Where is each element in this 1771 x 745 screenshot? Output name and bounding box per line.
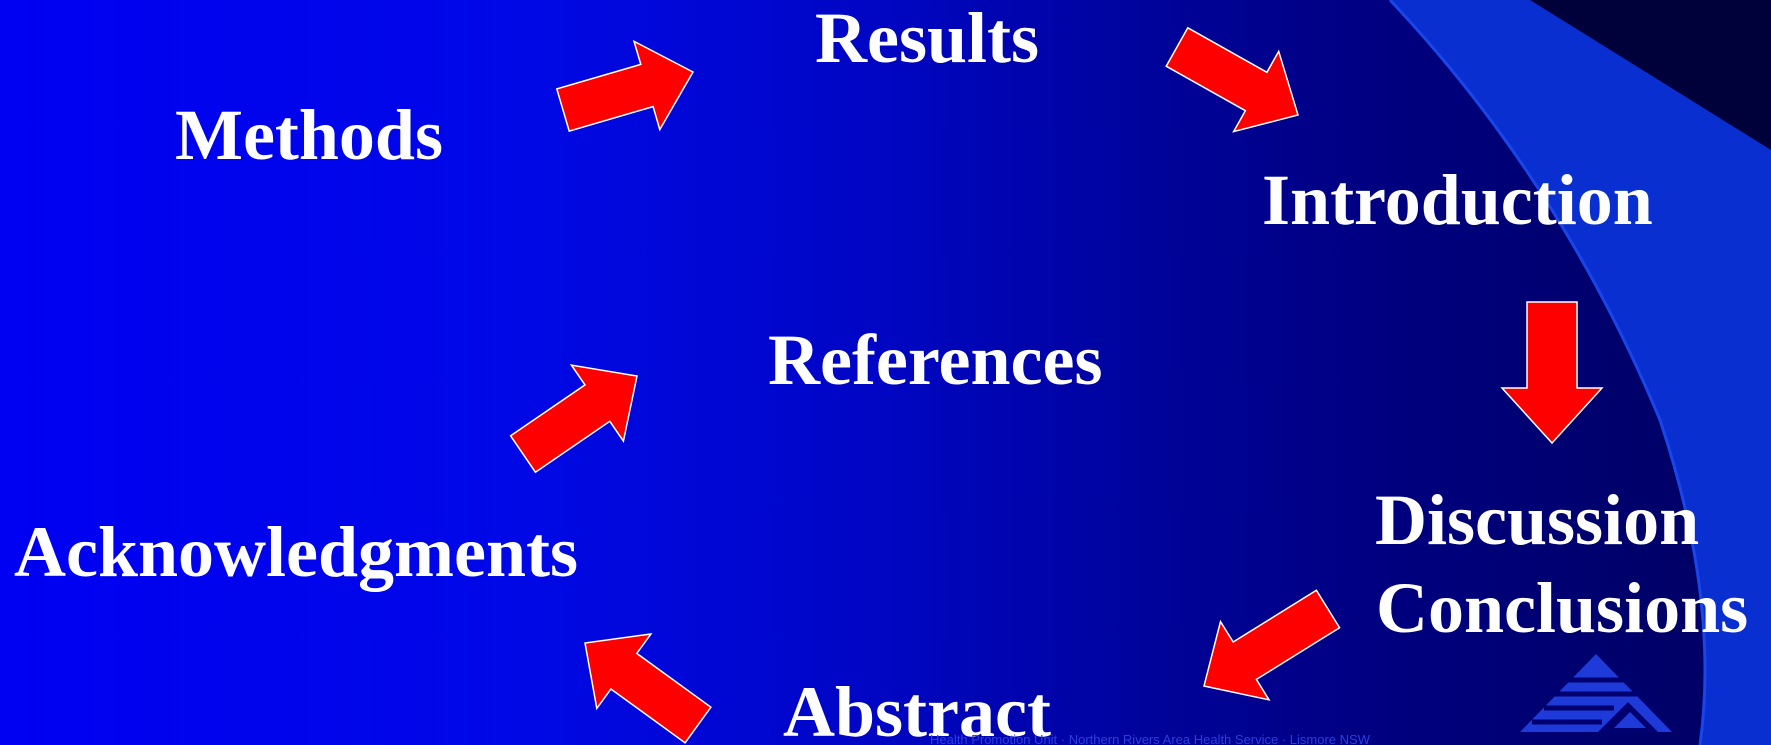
arrow-methods-to-results <box>555 39 695 133</box>
node-results: Results <box>815 0 1040 78</box>
footer-text: Health Promotion Unit · Northern Rivers … <box>930 732 1370 745</box>
node-discussion: Discussion <box>1375 480 1700 560</box>
node-references: References <box>768 320 1103 400</box>
arrow-results-to-introduction <box>1165 26 1299 133</box>
arrow-discussion-to-abstract <box>1203 589 1341 701</box>
node-acknowledgments: Acknowledgments <box>14 512 579 592</box>
node-abstract: Abstract <box>783 672 1051 745</box>
node-introduction: Introduction <box>1262 160 1653 240</box>
arrow-abstract-to-acknowledgments <box>584 633 712 744</box>
arrow-introduction-to-discussion <box>1500 301 1604 445</box>
mountain-logo-icon <box>1520 654 1672 732</box>
node-methods: Methods <box>175 95 443 175</box>
arrow-acknowledgments-to-references <box>509 364 638 474</box>
node-conclusions: Conclusions <box>1376 568 1749 648</box>
